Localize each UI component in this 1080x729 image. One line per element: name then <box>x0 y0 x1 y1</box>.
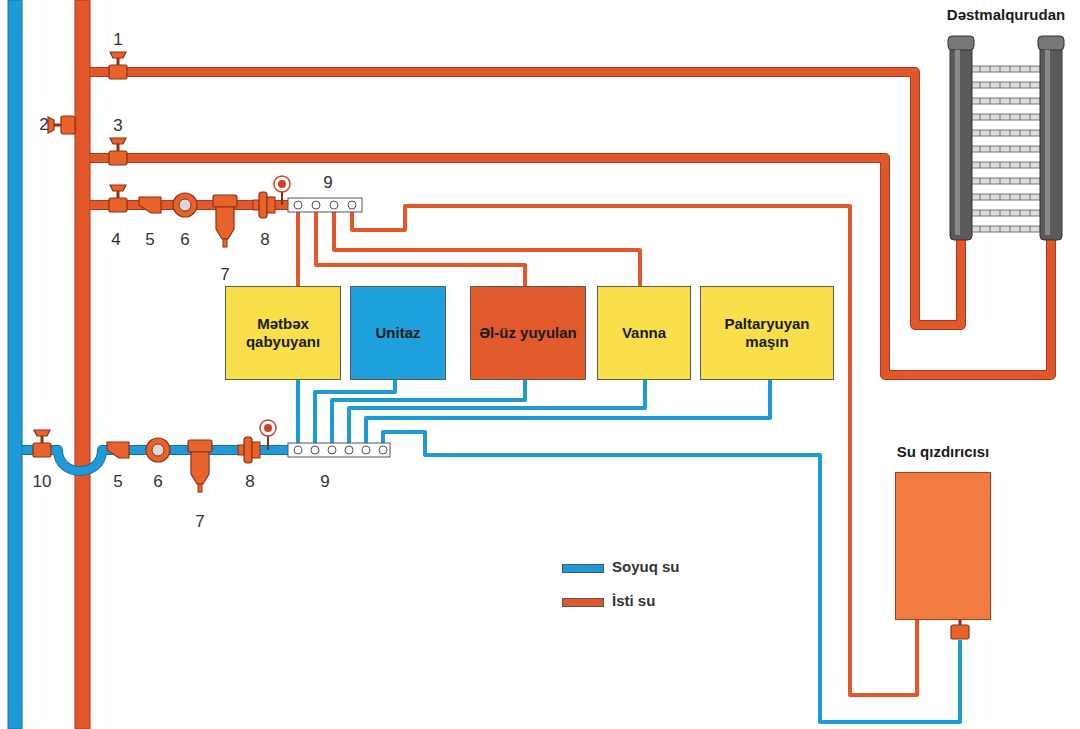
towel-dryer <box>948 36 974 50</box>
legend-text: Soyuq su <box>612 558 680 575</box>
callout-number: 3 <box>113 116 122 136</box>
hot-fittings <box>213 195 237 247</box>
callout-number: 1 <box>113 30 122 50</box>
box-label: Unitaz <box>376 324 421 342</box>
towel-dryer <box>955 50 960 235</box>
callout-number: 4 <box>111 230 120 250</box>
cold-fittings <box>267 435 269 450</box>
towel-dryer-node: Dəstmalqurudan <box>945 36 1067 242</box>
heading-label: Dəstmalqurudan <box>947 6 1065 24</box>
callout-number: 8 <box>245 472 254 492</box>
hot-fittings <box>294 201 302 209</box>
cold-pipes <box>22 380 960 722</box>
box-label: Vanna <box>622 324 666 342</box>
cold-pipes <box>296 380 300 443</box>
hot-fittings <box>253 192 275 218</box>
callout-number: 7 <box>220 265 229 285</box>
hot-pipes <box>352 206 917 695</box>
cold-fittings <box>379 446 387 454</box>
hot-fittings <box>109 138 127 165</box>
cold-fittings <box>362 446 370 454</box>
hot-riser <box>75 0 90 729</box>
hot-pipes <box>90 72 1051 695</box>
fixture-box: Paltaryuyan maşın <box>700 286 834 380</box>
cold-fittings <box>345 446 353 454</box>
fixture-box: Unitaz <box>350 286 446 380</box>
callout-number: 10 <box>33 472 52 492</box>
cold-fittings <box>288 443 390 457</box>
towel-dryer <box>1040 45 1062 240</box>
legend-swatch <box>562 564 604 573</box>
cold-pipes <box>332 380 525 443</box>
cold-fittings <box>188 440 212 492</box>
cold-fittings <box>33 430 51 457</box>
towel-dryer <box>1038 36 1064 50</box>
legend-swatch <box>562 598 604 607</box>
cold-fittings <box>33 420 390 492</box>
cold-riser <box>8 0 22 729</box>
towel-dryer <box>972 58 1040 236</box>
hot-fittings <box>330 201 338 209</box>
fixture-box: Vanna <box>597 286 691 380</box>
callout-number: 9 <box>320 472 329 492</box>
hot-fittings <box>312 201 320 209</box>
hot-pipes <box>296 212 300 286</box>
box-label: Paltaryuyan maşın <box>707 315 827 351</box>
fixture-box: Mətbəx qabyuyanı <box>225 286 341 380</box>
cold-fittings <box>107 442 129 458</box>
cold-fittings <box>311 446 319 454</box>
callout-number: 8 <box>260 230 269 250</box>
hot-fittings <box>274 176 290 192</box>
hot-fittings <box>348 201 356 209</box>
callout-number: 7 <box>195 512 204 532</box>
cold-fittings <box>328 446 336 454</box>
callout-number: 9 <box>323 173 332 193</box>
towel-dryer <box>950 45 972 240</box>
callout-number: 6 <box>153 472 162 492</box>
callout-number: 6 <box>180 230 189 250</box>
hot-fittings <box>48 116 75 134</box>
callout-number: 5 <box>113 472 122 492</box>
towel-dryer <box>948 36 1064 240</box>
fixture-box: Əl-üz yuyulan <box>470 286 586 380</box>
box-label: Əl-üz yuyulan <box>479 324 577 342</box>
hot-fittings <box>109 52 127 79</box>
callout-number: 5 <box>145 230 154 250</box>
callout-number: 2 <box>39 115 48 135</box>
cold-fittings <box>260 420 276 436</box>
hot-fittings <box>139 197 161 213</box>
water-heater: Su qızdırıcısı <box>895 472 991 620</box>
cold-fittings <box>146 438 170 462</box>
cold-fittings <box>294 446 302 454</box>
hot-fittings <box>109 185 127 212</box>
box-label: Mətbəx qabyuyanı <box>232 315 334 351</box>
hot-fittings <box>48 52 362 247</box>
hot-pipes <box>334 212 640 286</box>
hot-fittings <box>288 198 362 212</box>
towel-dryer <box>1045 50 1050 235</box>
heading-label: Su qızdırıcısı <box>897 443 990 461</box>
legend-text: İsti su <box>612 592 655 609</box>
cold-fittings <box>238 437 260 463</box>
cold-pipes <box>383 432 960 722</box>
hot-fittings <box>281 192 283 205</box>
hot-fittings <box>173 193 197 217</box>
